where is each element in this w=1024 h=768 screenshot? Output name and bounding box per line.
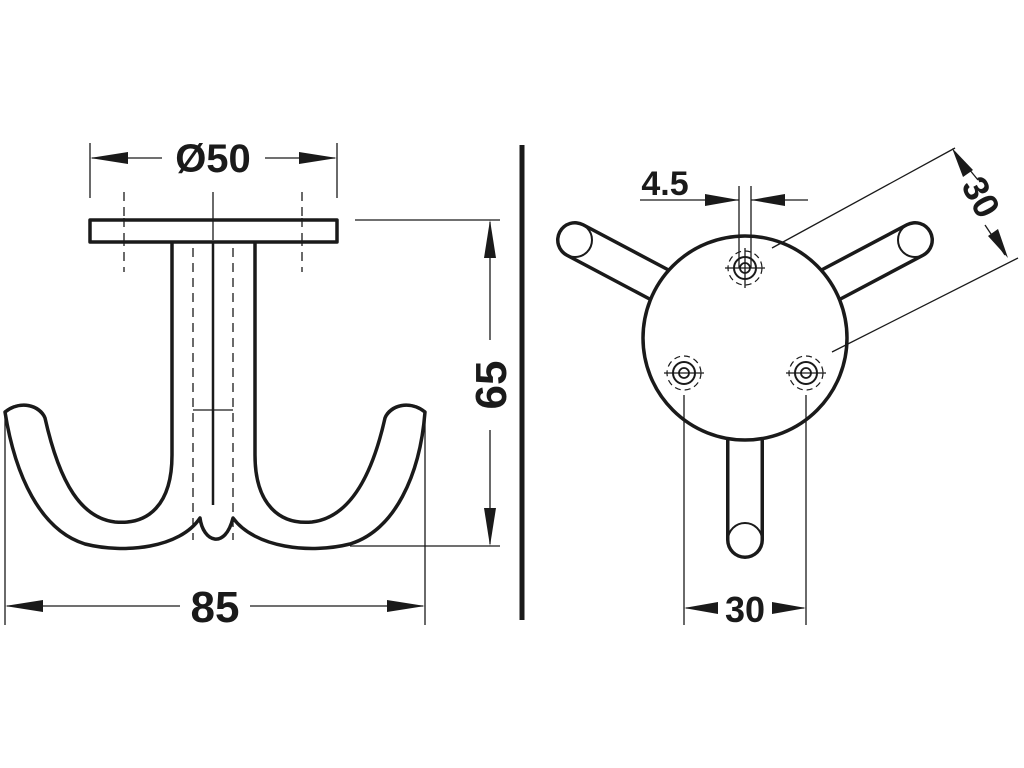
- hole-dimension: 4.5: [640, 165, 808, 268]
- diameter-label: Ø50: [175, 137, 251, 181]
- hole-label: 4.5: [641, 165, 688, 203]
- height-dimension: 65: [350, 219, 516, 547]
- side-view: Ø50 65: [3, 137, 516, 632]
- top-view: 4.5 30 30: [556, 147, 1019, 630]
- screw-hole-right: [786, 355, 826, 391]
- screw-hole-left: [664, 355, 704, 391]
- bottom-spacing-dimension: 30: [683, 395, 807, 630]
- screw-hole-top: [725, 248, 765, 288]
- diameter-dimension: Ø50: [89, 137, 338, 198]
- hook-body: [3, 238, 427, 551]
- hook-end-right: [383, 404, 426, 419]
- width-label: 85: [191, 583, 240, 632]
- diagonal-spacing-label: 30: [954, 170, 1009, 225]
- base-disc: [641, 234, 849, 442]
- height-label: 65: [467, 361, 516, 410]
- width-dimension: 85: [4, 415, 426, 632]
- hook-end-left: [4, 404, 47, 419]
- bottom-spacing-label: 30: [725, 589, 765, 630]
- hook-arms: [556, 221, 934, 559]
